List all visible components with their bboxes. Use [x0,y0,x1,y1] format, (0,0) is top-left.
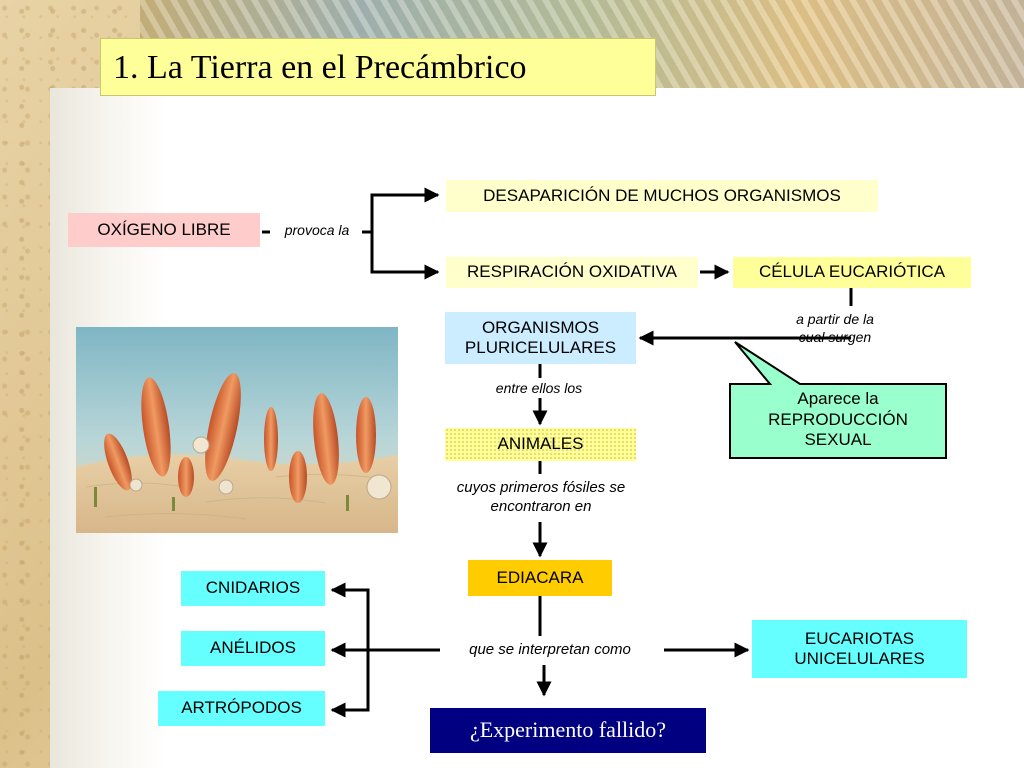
node-ediacara: EDIACARA [468,560,612,596]
callout-line1: Aparece la [797,389,879,409]
label-cuyos-line2: encontraron en [490,497,592,515]
node-experimento-text: ¿Experimento fallido? [469,717,667,743]
node-oxigeno-libre-text: OXÍGENO LIBRE [97,219,231,239]
label-cuyos-fosiles: cuyos primeros fósiles se encontraron en [434,479,648,517]
slide-title: 1. La Tierra en el Precámbrico [100,38,656,96]
ediacaran-fauna-image [76,327,398,533]
label-a-partir: a partir de la cual surgen [770,311,900,346]
node-desaparicion: DESAPARICIÓN DE MUCHOS ORGANISMOS [446,180,878,212]
node-animales-text: ANIMALES [497,434,584,454]
node-respiracion-text: RESPIRACIÓN OXIDATIVA [466,262,678,282]
reproduccion-callout-shape [729,341,947,459]
label-que-se-interpretan: que se interpretan como [469,641,631,658]
ediacaran-fauna-diorama-image [76,327,398,533]
bracket-bottom [370,232,440,280]
node-organismos-line2: PLURICELULARES [464,338,617,357]
node-eucariotas-unicelulares: EUCARIOTAS UNICELULARES [752,620,967,678]
node-organismos-line1: ORGANISMOS [481,317,600,337]
label-entre-ellos: entre ellos los [495,380,583,396]
node-cnidarios: CNIDARIOS [181,571,325,606]
node-respiracion-oxidativa: RESPIRACIÓN OXIDATIVA [446,257,698,288]
node-artropodos: ARTRÓPODOS [158,691,325,726]
node-organismos-pluricelulares: ORGANISMOS PLURICELULARES [445,312,636,364]
bracket-artropodos [330,650,370,718]
bracket-cnidarios [330,582,370,650]
label-a-partir-line2: cual surgen [798,328,872,345]
node-anelidos-text: ANÉLIDOS [210,638,296,658]
node-artropodos-text: ARTRÓPODOS [181,698,302,718]
node-celula-eucariotica: CÉLULA EUCARIÓTICA [733,257,971,288]
node-desaparicion-text: DESAPARICIÓN DE MUCHOS ORGANISMOS [483,185,841,205]
node-celula-text: CÉLULA EUCARIÓTICA [758,262,946,282]
callout-line3: SEXUAL [804,430,872,450]
label-provoca-la: provoca la [284,222,350,238]
node-experimento-fallido: ¿Experimento fallido? [430,708,706,753]
callout-line2: REPRODUCCIÓN [768,409,908,429]
bracket-top [370,187,440,232]
node-eucariotas-line2: UNICELULARES [794,649,925,668]
node-animales: ANIMALES [445,428,636,461]
node-eucariotas-line1: EUCARIOTAS [804,628,915,648]
node-ediacara-text: EDIACARA [496,567,584,587]
node-cnidarios-text: CNIDARIOS [205,578,301,598]
label-a-partir-line1: a partir de la [796,311,874,327]
node-oxigeno-libre: OXÍGENO LIBRE [68,213,260,247]
label-cuyos-line1: cuyos primeros fósiles se [456,479,626,496]
reproduccion-sexual-callout: Aparece la REPRODUCCIÓN SEXUAL [733,385,943,455]
node-anelidos: ANÉLIDOS [181,631,325,666]
